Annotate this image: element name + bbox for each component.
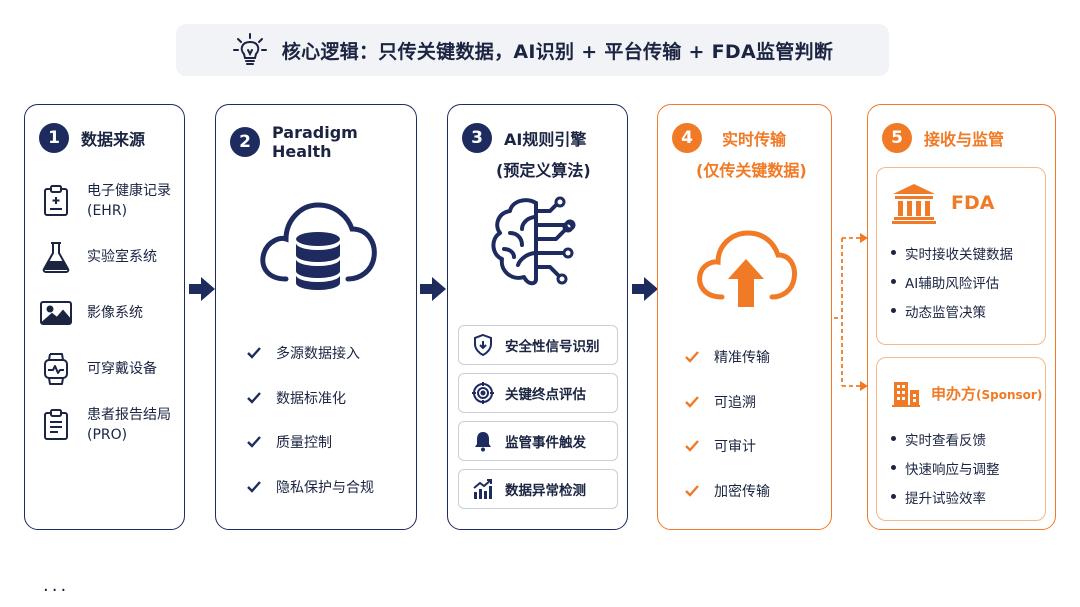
check-icon bbox=[685, 351, 699, 363]
list-item: 精准传输 bbox=[684, 335, 770, 380]
list-item: 实验室系统 bbox=[39, 229, 178, 285]
bell-icon bbox=[475, 432, 491, 452]
more-ellipsis: ··· bbox=[43, 580, 70, 601]
flow-arrow-icon bbox=[420, 277, 446, 301]
list-item: 质量控制 bbox=[246, 420, 374, 465]
source-list: 电子健康记录 (EHR) 实验室系统 影像系统 bbox=[39, 173, 178, 453]
column-ai-engine: 3 AI规则引擎 (预定义算法) 安全性信号识别 bbox=[447, 104, 628, 530]
smartwatch-icon bbox=[44, 353, 68, 385]
banner-text: 核心逻辑：只传关键数据，AI识别 + 平台传输 + FDA监管判断 bbox=[281, 40, 834, 63]
column-header: 5 接收与监管 bbox=[882, 123, 1004, 153]
column-header: 3 AI规则引擎 bbox=[462, 123, 586, 153]
list-item: 影像系统 bbox=[39, 285, 178, 341]
column-subtitle: (预定义算法) bbox=[496, 161, 591, 180]
feature-regulatory-trigger: 监管事件触发 bbox=[458, 421, 618, 461]
feature-safety-signal: 安全性信号识别 bbox=[458, 325, 618, 365]
fda-bullets: 实时接收关键数据 AI辅助风险评估 动态监管决策 bbox=[891, 238, 1013, 325]
flow-arrow-icon bbox=[632, 277, 658, 301]
list-item: 动态监管决策 bbox=[891, 296, 1013, 325]
column-data-sources: 1 数据来源 电子健康记录 (EHR) 实验室系统 bbox=[24, 104, 185, 601]
source-label: 电子健康记录 (EHR) bbox=[87, 183, 171, 219]
clipboard-ehr-icon bbox=[44, 185, 68, 216]
source-label: 患者报告结局 (PRO) bbox=[87, 407, 171, 443]
cloud-database-icon bbox=[260, 202, 377, 290]
branch-connector bbox=[834, 233, 868, 391]
list-item: 隐私保护与合规 bbox=[246, 465, 374, 510]
column-header: 4 实时传输 bbox=[672, 123, 786, 153]
list-item: 加密传输 bbox=[684, 469, 770, 514]
sponsor-bullets: 实时查看反馈 快速响应与调整 提升试验效率 bbox=[891, 424, 1000, 511]
sponsor-header: 申办方(Sponsor) bbox=[891, 378, 1042, 408]
shield-icon bbox=[474, 333, 492, 357]
sponsor-title: 申办方(Sponsor) bbox=[931, 384, 1043, 403]
lightbulb-icon bbox=[232, 33, 267, 65]
government-building-icon bbox=[892, 184, 936, 224]
list-item: 可穿戴设备 bbox=[39, 341, 178, 397]
check-list: 精准传输 可追溯 可审计 加密传输 bbox=[684, 335, 770, 513]
list-item: 实时接收关键数据 bbox=[891, 238, 1013, 267]
list-item: 快速响应与调整 bbox=[891, 453, 1000, 482]
column-receive-supervise: 5 接收与监管 FDA 实时接收关键数据 AI辅助风险评估 动态监管决策 bbox=[867, 104, 1056, 530]
report-clipboard-icon bbox=[44, 409, 68, 440]
column-header: 1 数据来源 bbox=[39, 123, 145, 153]
feature-anomaly-detection: 数据异常检测 bbox=[458, 469, 618, 509]
column-title: 接收与监管 bbox=[924, 130, 1005, 149]
step-number: 1 bbox=[39, 123, 69, 153]
feature-key-endpoint: 关键终点评估 bbox=[458, 373, 618, 413]
step-number: 3 bbox=[462, 123, 492, 153]
sponsor-panel: 申办方(Sponsor) 实时查看反馈 快速响应与调整 提升试验效率 bbox=[876, 357, 1046, 521]
list-item: 提升试验效率 bbox=[891, 482, 1000, 511]
step-number: 5 bbox=[882, 123, 912, 153]
image-icon bbox=[40, 301, 72, 325]
fda-panel: FDA 实时接收关键数据 AI辅助风险评估 动态监管决策 bbox=[876, 167, 1046, 345]
source-label: 影像系统 bbox=[87, 305, 143, 321]
list-item: 实时查看反馈 bbox=[891, 424, 1000, 453]
cloud-upload-icon bbox=[697, 230, 797, 307]
step-number: 4 bbox=[672, 123, 702, 153]
check-icon bbox=[247, 391, 261, 404]
column-header: 2 Paradigm Health bbox=[230, 123, 416, 161]
column-subtitle: (仅传关键数据) bbox=[696, 161, 807, 180]
flow-arrow-icon bbox=[189, 277, 215, 301]
flask-icon bbox=[42, 242, 70, 273]
check-icon bbox=[247, 436, 261, 448]
source-label: 可穿戴设备 bbox=[87, 361, 157, 377]
ai-brain-icon bbox=[491, 196, 576, 286]
column-title: 实时传输 bbox=[722, 130, 787, 149]
check-icon bbox=[685, 395, 699, 408]
list-item: 可追溯 bbox=[684, 380, 770, 425]
list-item: 可审计 bbox=[684, 424, 770, 469]
step-number: 2 bbox=[230, 127, 260, 157]
list-item: 数据标准化 bbox=[246, 376, 374, 421]
list-item: 多源数据接入 bbox=[246, 331, 374, 376]
column-title: 数据来源 bbox=[81, 130, 146, 149]
check-icon bbox=[685, 484, 699, 497]
source-label: 实验室系统 bbox=[87, 249, 157, 265]
list-item: 患者报告结局 (PRO) bbox=[39, 397, 178, 453]
chart-trend-icon bbox=[473, 479, 492, 499]
column-paradigm-health: 2 Paradigm Health 多源数据接入 数据标准化 质量控制 隐私保护… bbox=[215, 104, 417, 530]
core-logic-banner: 核心逻辑：只传关键数据，AI识别 + 平台传输 + FDA监管判断 bbox=[176, 24, 889, 76]
check-icon bbox=[685, 440, 699, 452]
office-building-icon bbox=[892, 382, 920, 407]
list-item: AI辅助风险评估 bbox=[891, 267, 1013, 296]
target-icon bbox=[472, 382, 494, 404]
column-title: Paradigm Health bbox=[272, 123, 358, 161]
check-icon bbox=[247, 480, 261, 493]
fda-title: FDA bbox=[951, 192, 995, 214]
check-icon bbox=[247, 347, 261, 359]
list-item: 电子健康记录 (EHR) bbox=[39, 173, 178, 229]
fda-header: FDA bbox=[891, 182, 994, 224]
check-list: 多源数据接入 数据标准化 质量控制 隐私保护与合规 bbox=[246, 331, 374, 509]
column-real-time-transmission: 4 实时传输 (仅传关键数据) 精准传输 可追溯 可审计 加密传输 bbox=[657, 104, 832, 530]
column-title: AI规则引擎 bbox=[504, 130, 587, 149]
